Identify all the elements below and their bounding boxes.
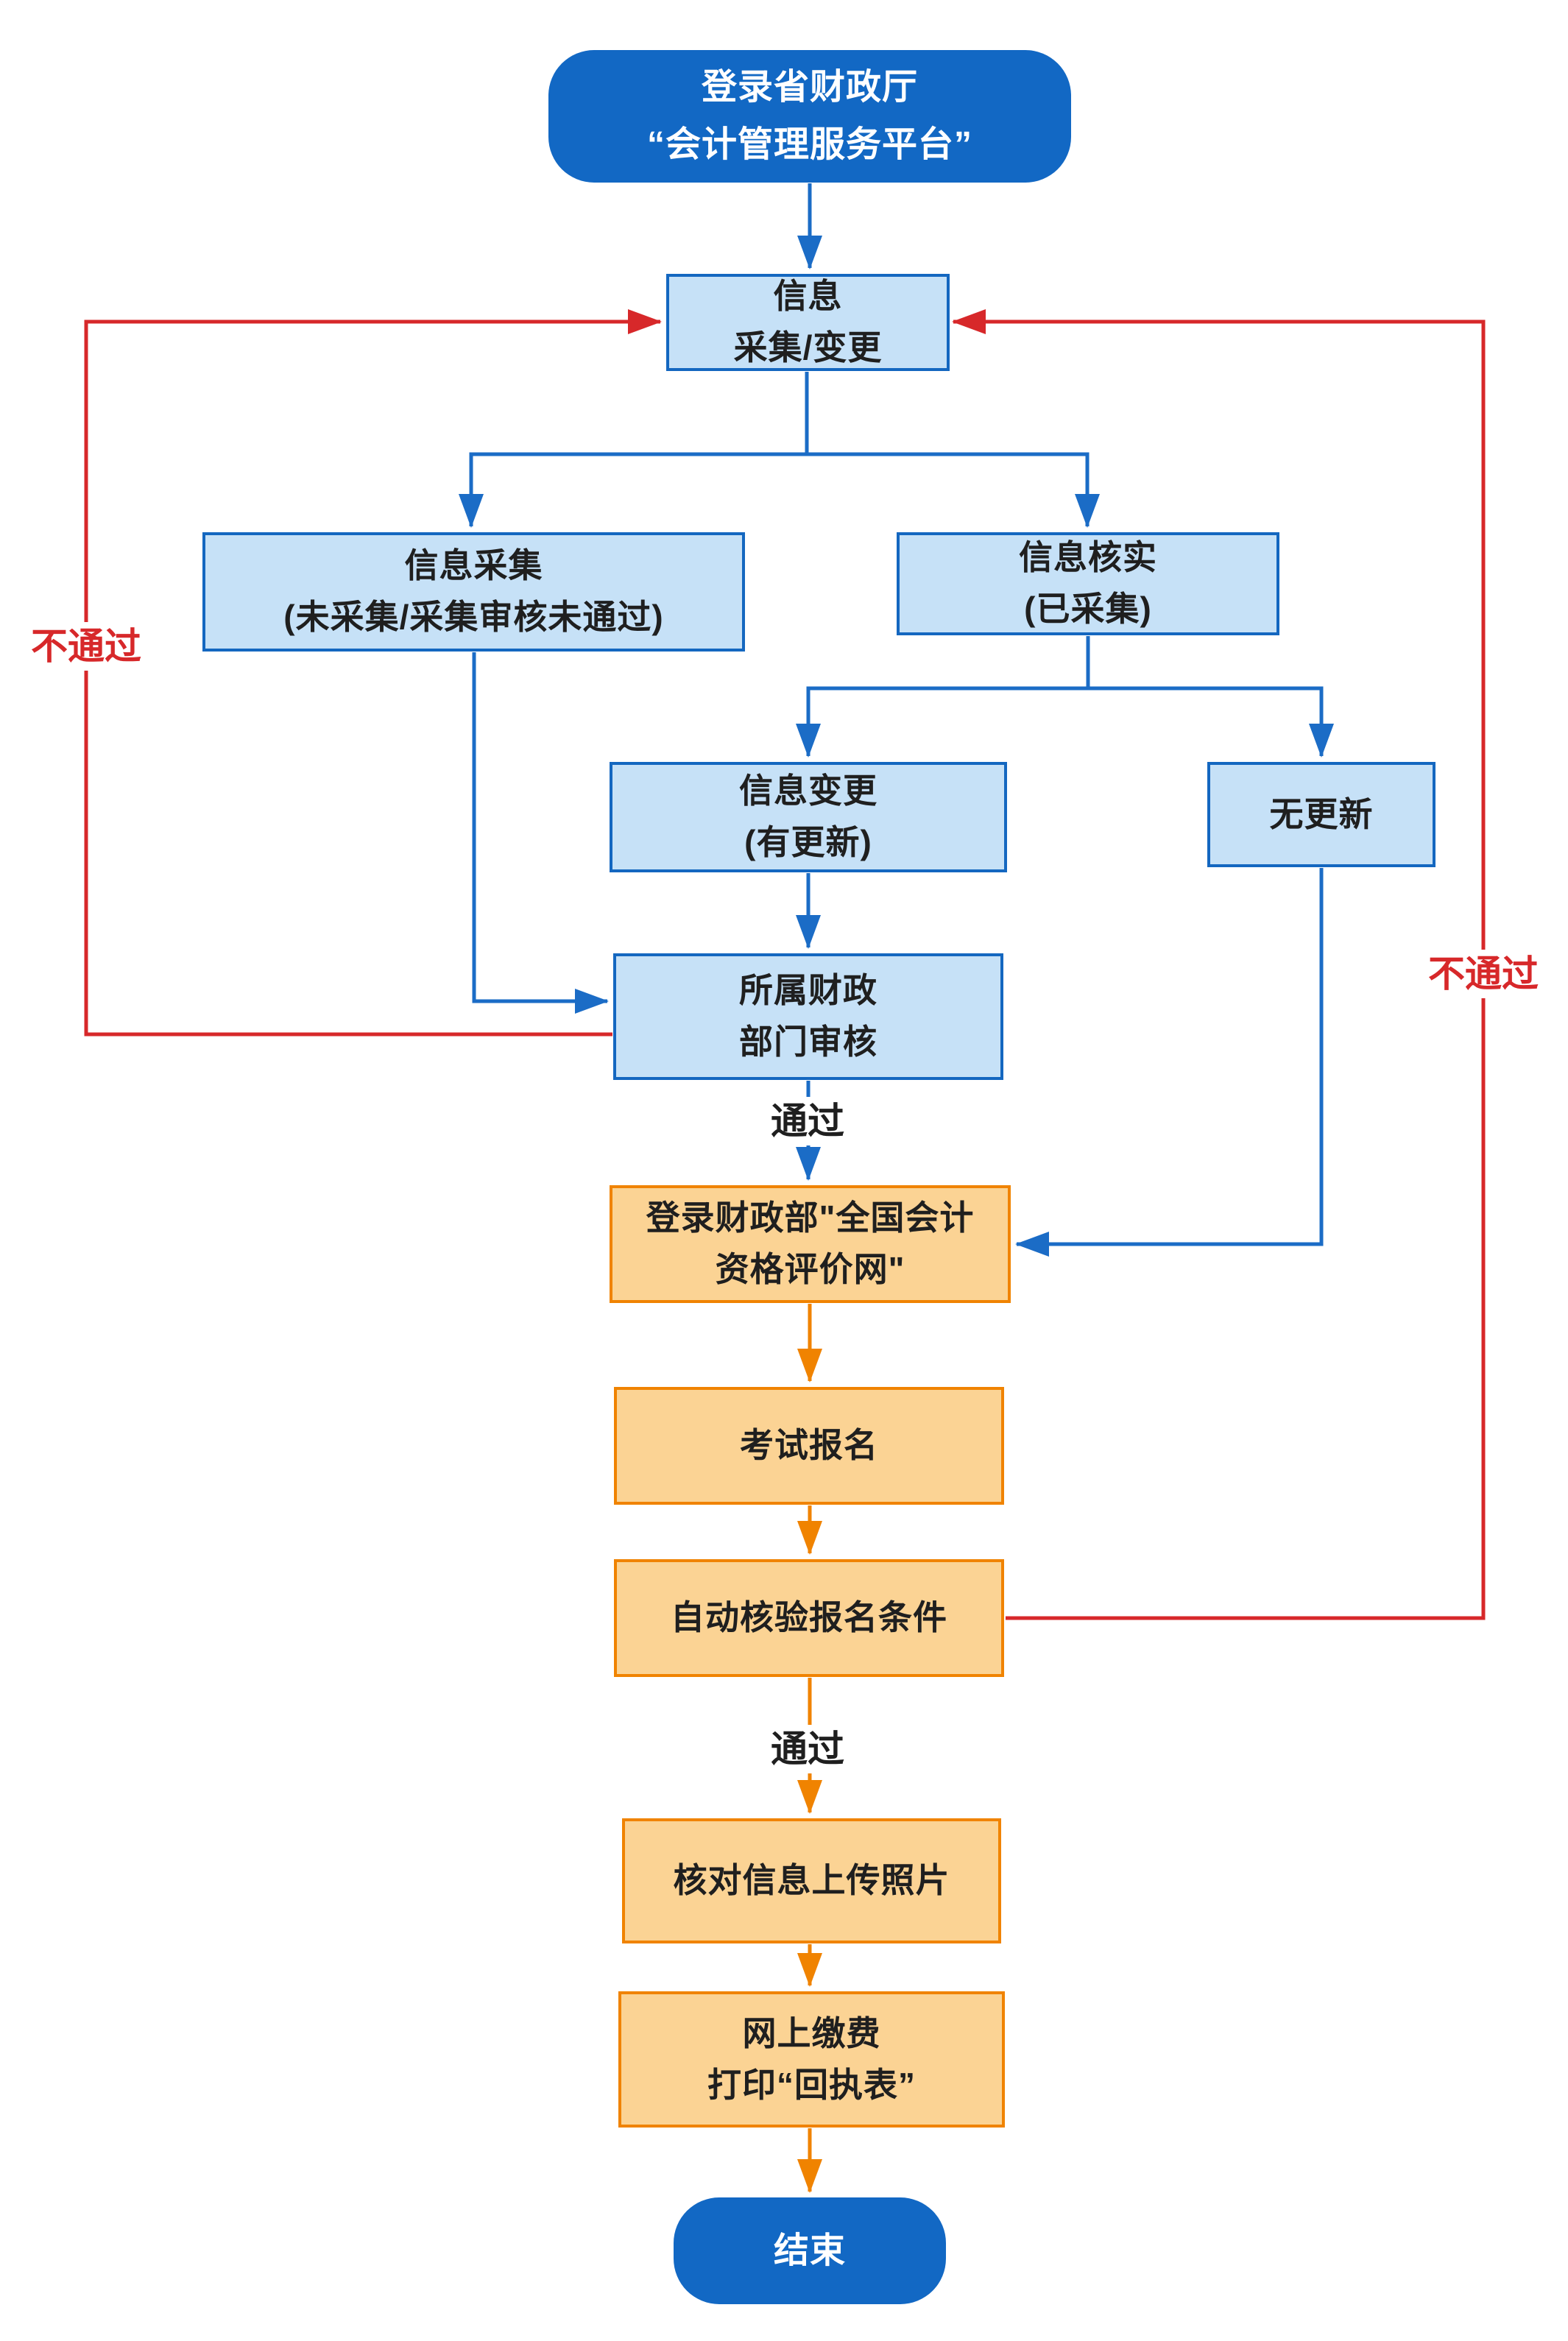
edge-label-pass-autocheck: 通过: [766, 1725, 849, 1773]
edge-label-fail-right: 不通过: [1424, 950, 1543, 998]
edge-info-split-left: [459, 372, 809, 528]
node-dept-review-text: 部门审核: [739, 1023, 877, 1061]
edge-verify-split-right: [1088, 686, 1334, 758]
node-info-update-text: 信息变更: [739, 771, 877, 811]
node-pay-print-text: 打印“回执表”: [707, 2065, 916, 2104]
edge-label-pass-review: 通过: [766, 1097, 849, 1145]
node-info-collect-change-text: 采集/变更: [733, 328, 883, 367]
node-fin-login: 登录财政部"全国会计资格评价网": [610, 1185, 1011, 1303]
node-info-verify-text: (已采集): [1024, 590, 1152, 628]
node-photo-upload-text: 核对信息上传照片: [673, 1861, 950, 1900]
node-info-collect-change: 信息采集/变更: [666, 274, 950, 371]
edge-verify-split-left: [796, 636, 1090, 758]
node-start-text: “会计管理服务平台”: [646, 125, 972, 164]
node-end: 结束: [674, 2197, 946, 2304]
edge-autocheck-fail-loop: [952, 309, 1486, 1620]
node-auto-check: 自动核验报名条件: [614, 1559, 1004, 1677]
node-fin-login-text: 资格评价网": [715, 1250, 905, 1288]
node-no-update-text: 无更新: [1269, 794, 1374, 833]
node-info-collect-text: 信息采集: [404, 546, 543, 585]
node-start-text: 登录省财政厅: [701, 68, 918, 107]
edge-collect-to-review: [472, 652, 609, 1014]
node-end-text: 结束: [773, 2231, 846, 2270]
node-info-update-text: (有更新): [744, 823, 872, 861]
node-exam-register-text: 考试报名: [740, 1426, 878, 1465]
node-pay-print: 网上缴费打印“回执表”: [618, 1991, 1005, 2128]
node-dept-review-text: 所属财政: [739, 971, 877, 1010]
node-pay-print-text: 网上缴费: [742, 2013, 881, 2052]
node-info-collect-text: (未采集/采集审核未通过): [283, 598, 664, 636]
node-info-update: 信息变更 (有更新): [610, 762, 1007, 872]
edge-review-fail-loop: [84, 309, 662, 1037]
edge-noupdate-to-finlogin: [1015, 868, 1324, 1257]
node-info-collect: 信息采集 (未采集/采集审核未通过): [202, 532, 745, 652]
node-auto-check-text: 自动核验报名条件: [671, 1598, 947, 1637]
node-start: 登录省财政厅 “会计管理服务平台”: [548, 50, 1071, 183]
node-info-verify: 信息核实 (已采集): [897, 532, 1279, 635]
node-photo-upload: 核对信息上传照片: [622, 1818, 1001, 1943]
edge-label-fail-left: 不通过: [27, 622, 146, 671]
edge-info-split-right: [807, 452, 1100, 528]
node-no-update: 无更新: [1207, 762, 1435, 867]
node-info-verify-text: 信息核实: [1019, 538, 1157, 577]
node-info-collect-change-text: 信息: [773, 277, 843, 316]
node-fin-login-text: 登录财政部"全国会计: [646, 1198, 975, 1237]
node-exam-register: 考试报名: [614, 1387, 1004, 1505]
node-dept-review: 所属财政部门审核: [613, 953, 1003, 1080]
